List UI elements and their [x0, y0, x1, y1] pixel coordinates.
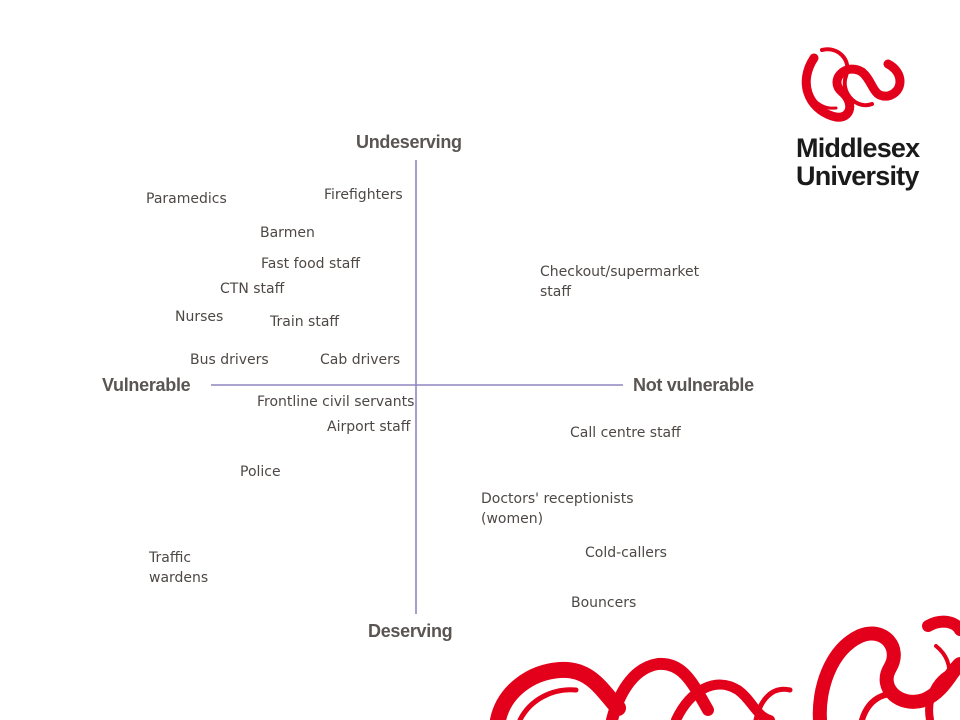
item-checkout-supermarket-staff: Checkout/supermarket staff: [540, 264, 700, 300]
item-paramedics: Paramedics: [146, 191, 227, 207]
axis-label-top: Undeserving: [356, 132, 462, 152]
item-ctn-staff: CTN staff: [220, 281, 285, 297]
item-cold-callers: Cold-callers: [585, 545, 667, 561]
item-bouncers: Bouncers: [571, 595, 637, 611]
item-firefighters: Firefighters: [324, 187, 403, 203]
logo-line-1: Middlesex: [796, 133, 920, 163]
item-cab-drivers: Cab drivers: [320, 352, 401, 368]
item-call-centre-staff: Call centre staff: [570, 425, 681, 441]
item-barmen: Barmen: [260, 225, 315, 241]
logo-line-2: University: [796, 161, 919, 191]
decorative-ribbon-bottom: [490, 657, 793, 720]
item-traffic-wardens: Traffic wardens: [149, 550, 209, 586]
item-frontline-civil-servants: Frontline civil servants: [257, 394, 415, 410]
axis-label-left: Vulnerable: [102, 375, 191, 395]
item-police: Police: [240, 464, 281, 480]
item-fast-food-staff: Fast food staff: [261, 256, 360, 272]
university-logo-wordmark: Middlesex University: [796, 133, 920, 191]
item-doctors-receptionists: Doctors' receptionists (women): [481, 491, 634, 527]
item-bus-drivers: Bus drivers: [190, 352, 269, 368]
item-nurses: Nurses: [175, 309, 224, 325]
decorative-ribbon-corner: [812, 615, 960, 720]
item-airport-staff: Airport staff: [327, 419, 411, 435]
university-logo-mark-icon: [801, 47, 905, 122]
axis-label-bottom: Deserving: [368, 621, 453, 641]
axis-label-right: Not vulnerable: [633, 375, 754, 395]
item-train-staff: Train staff: [270, 314, 340, 330]
